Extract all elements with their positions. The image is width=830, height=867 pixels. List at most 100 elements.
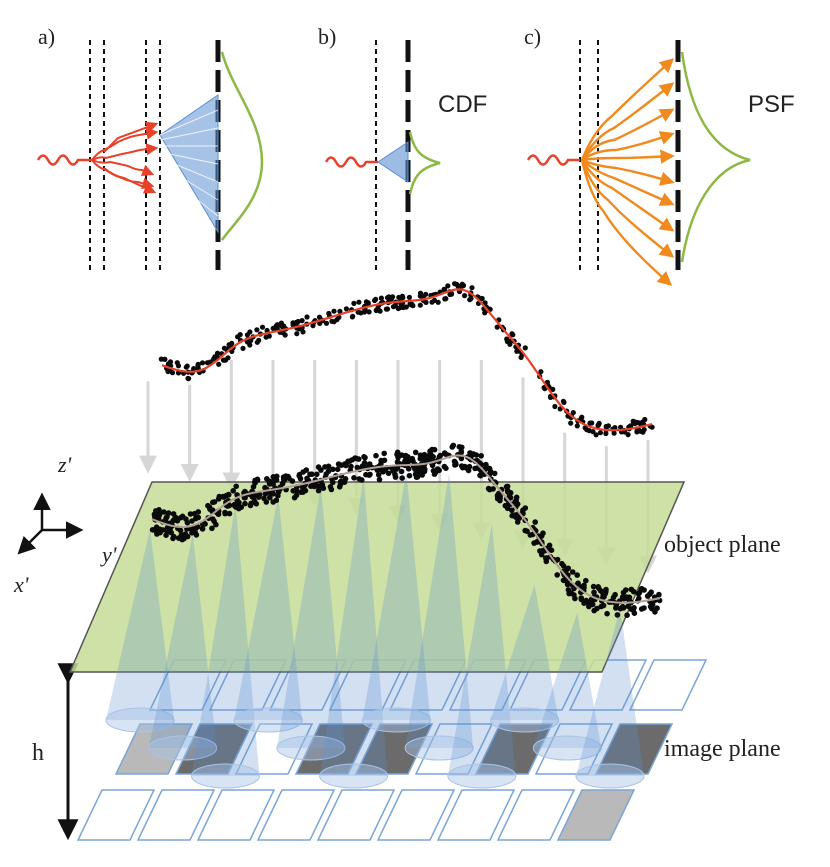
sample-point bbox=[216, 361, 222, 367]
sample-point bbox=[315, 487, 322, 494]
sample-point bbox=[372, 297, 378, 304]
sample-point bbox=[623, 587, 629, 593]
sample-point bbox=[435, 299, 441, 305]
sample-point bbox=[604, 610, 610, 617]
light-cone bbox=[319, 476, 388, 776]
sample-point bbox=[289, 478, 296, 484]
sample-point bbox=[430, 468, 437, 474]
cone-footprint bbox=[404, 735, 474, 761]
sample-point bbox=[465, 467, 472, 474]
sample-point bbox=[483, 461, 489, 468]
sample-point bbox=[304, 314, 310, 320]
pixel-cell bbox=[256, 789, 336, 841]
sample-point bbox=[326, 310, 332, 317]
sample-point bbox=[625, 432, 631, 438]
sample-point bbox=[184, 519, 191, 526]
sample-point bbox=[270, 474, 277, 480]
sample-point bbox=[507, 490, 514, 496]
x-axis-label: x' bbox=[13, 572, 29, 597]
sample-point bbox=[378, 295, 384, 301]
sample-point bbox=[171, 517, 177, 523]
sample-point bbox=[215, 511, 222, 518]
upper-point-cloud bbox=[158, 281, 655, 438]
sample-point bbox=[552, 403, 558, 410]
sample-point bbox=[311, 483, 318, 490]
sample-point bbox=[450, 442, 457, 449]
sample-point bbox=[579, 414, 585, 420]
sample-point bbox=[578, 596, 585, 603]
sample-point bbox=[478, 453, 485, 459]
sample-point bbox=[572, 595, 578, 602]
sample-point bbox=[624, 612, 630, 618]
sample-point bbox=[635, 591, 642, 597]
light-cone bbox=[447, 524, 516, 776]
sample-point bbox=[222, 357, 229, 363]
sample-point bbox=[546, 542, 553, 549]
sample-point bbox=[443, 296, 449, 302]
sample-point bbox=[325, 463, 332, 470]
sample-point bbox=[412, 449, 419, 456]
sample-point bbox=[595, 584, 601, 590]
sample-point bbox=[253, 501, 260, 507]
sample-point bbox=[300, 329, 306, 335]
cone-footprint bbox=[490, 707, 560, 733]
sample-point bbox=[399, 475, 406, 481]
distribution-curve-b bbox=[408, 131, 441, 195]
sample-point bbox=[537, 548, 543, 554]
sample-point bbox=[185, 375, 191, 381]
pixel-cell bbox=[376, 789, 456, 841]
sample-point bbox=[590, 429, 596, 435]
sample-point bbox=[614, 612, 621, 618]
sample-point bbox=[386, 294, 392, 300]
sample-point bbox=[628, 606, 635, 612]
sample-point bbox=[406, 472, 413, 479]
sample-point bbox=[548, 547, 555, 553]
sample-point bbox=[452, 281, 458, 287]
sample-point bbox=[594, 605, 600, 612]
sample-point bbox=[154, 531, 160, 537]
sample-point bbox=[462, 293, 468, 299]
sample-point bbox=[163, 532, 169, 538]
light-cone-a bbox=[159, 94, 219, 234]
sample-point bbox=[235, 334, 241, 340]
sample-point bbox=[222, 509, 228, 516]
sample-point bbox=[274, 322, 280, 328]
sample-point bbox=[503, 483, 510, 490]
sample-point bbox=[216, 493, 223, 500]
sample-point bbox=[307, 471, 313, 478]
light-cone bbox=[234, 496, 303, 720]
sample-point bbox=[634, 429, 640, 435]
sample-point bbox=[282, 332, 288, 338]
light-cone bbox=[276, 485, 345, 748]
sample-point bbox=[583, 597, 589, 604]
cone-footprint bbox=[532, 735, 602, 761]
sample-point bbox=[649, 424, 655, 430]
sample-point bbox=[458, 463, 465, 469]
sample-point bbox=[394, 451, 400, 458]
light-cone-b bbox=[377, 141, 409, 183]
sample-point bbox=[356, 299, 362, 305]
sample-point bbox=[156, 526, 163, 532]
sample-point bbox=[351, 300, 357, 306]
axes-triad: z' y' x' bbox=[13, 452, 117, 597]
sample-point bbox=[453, 461, 459, 468]
sample-point bbox=[373, 452, 379, 459]
sample-point bbox=[587, 420, 593, 426]
pixel-cell bbox=[76, 789, 156, 841]
sample-point bbox=[522, 345, 528, 351]
sample-point bbox=[575, 581, 581, 587]
sample-point bbox=[589, 601, 596, 608]
sample-point bbox=[210, 516, 216, 522]
sample-point bbox=[570, 410, 576, 416]
sample-point bbox=[628, 586, 635, 593]
sample-point bbox=[554, 572, 560, 578]
sample-point bbox=[560, 398, 567, 404]
sample-point bbox=[294, 331, 300, 337]
sample-point bbox=[314, 471, 320, 478]
sample-point bbox=[336, 484, 343, 490]
light-cone bbox=[148, 534, 217, 748]
sample-point bbox=[334, 466, 341, 473]
sample-point bbox=[560, 577, 567, 584]
distribution-curve-a bbox=[220, 51, 264, 241]
